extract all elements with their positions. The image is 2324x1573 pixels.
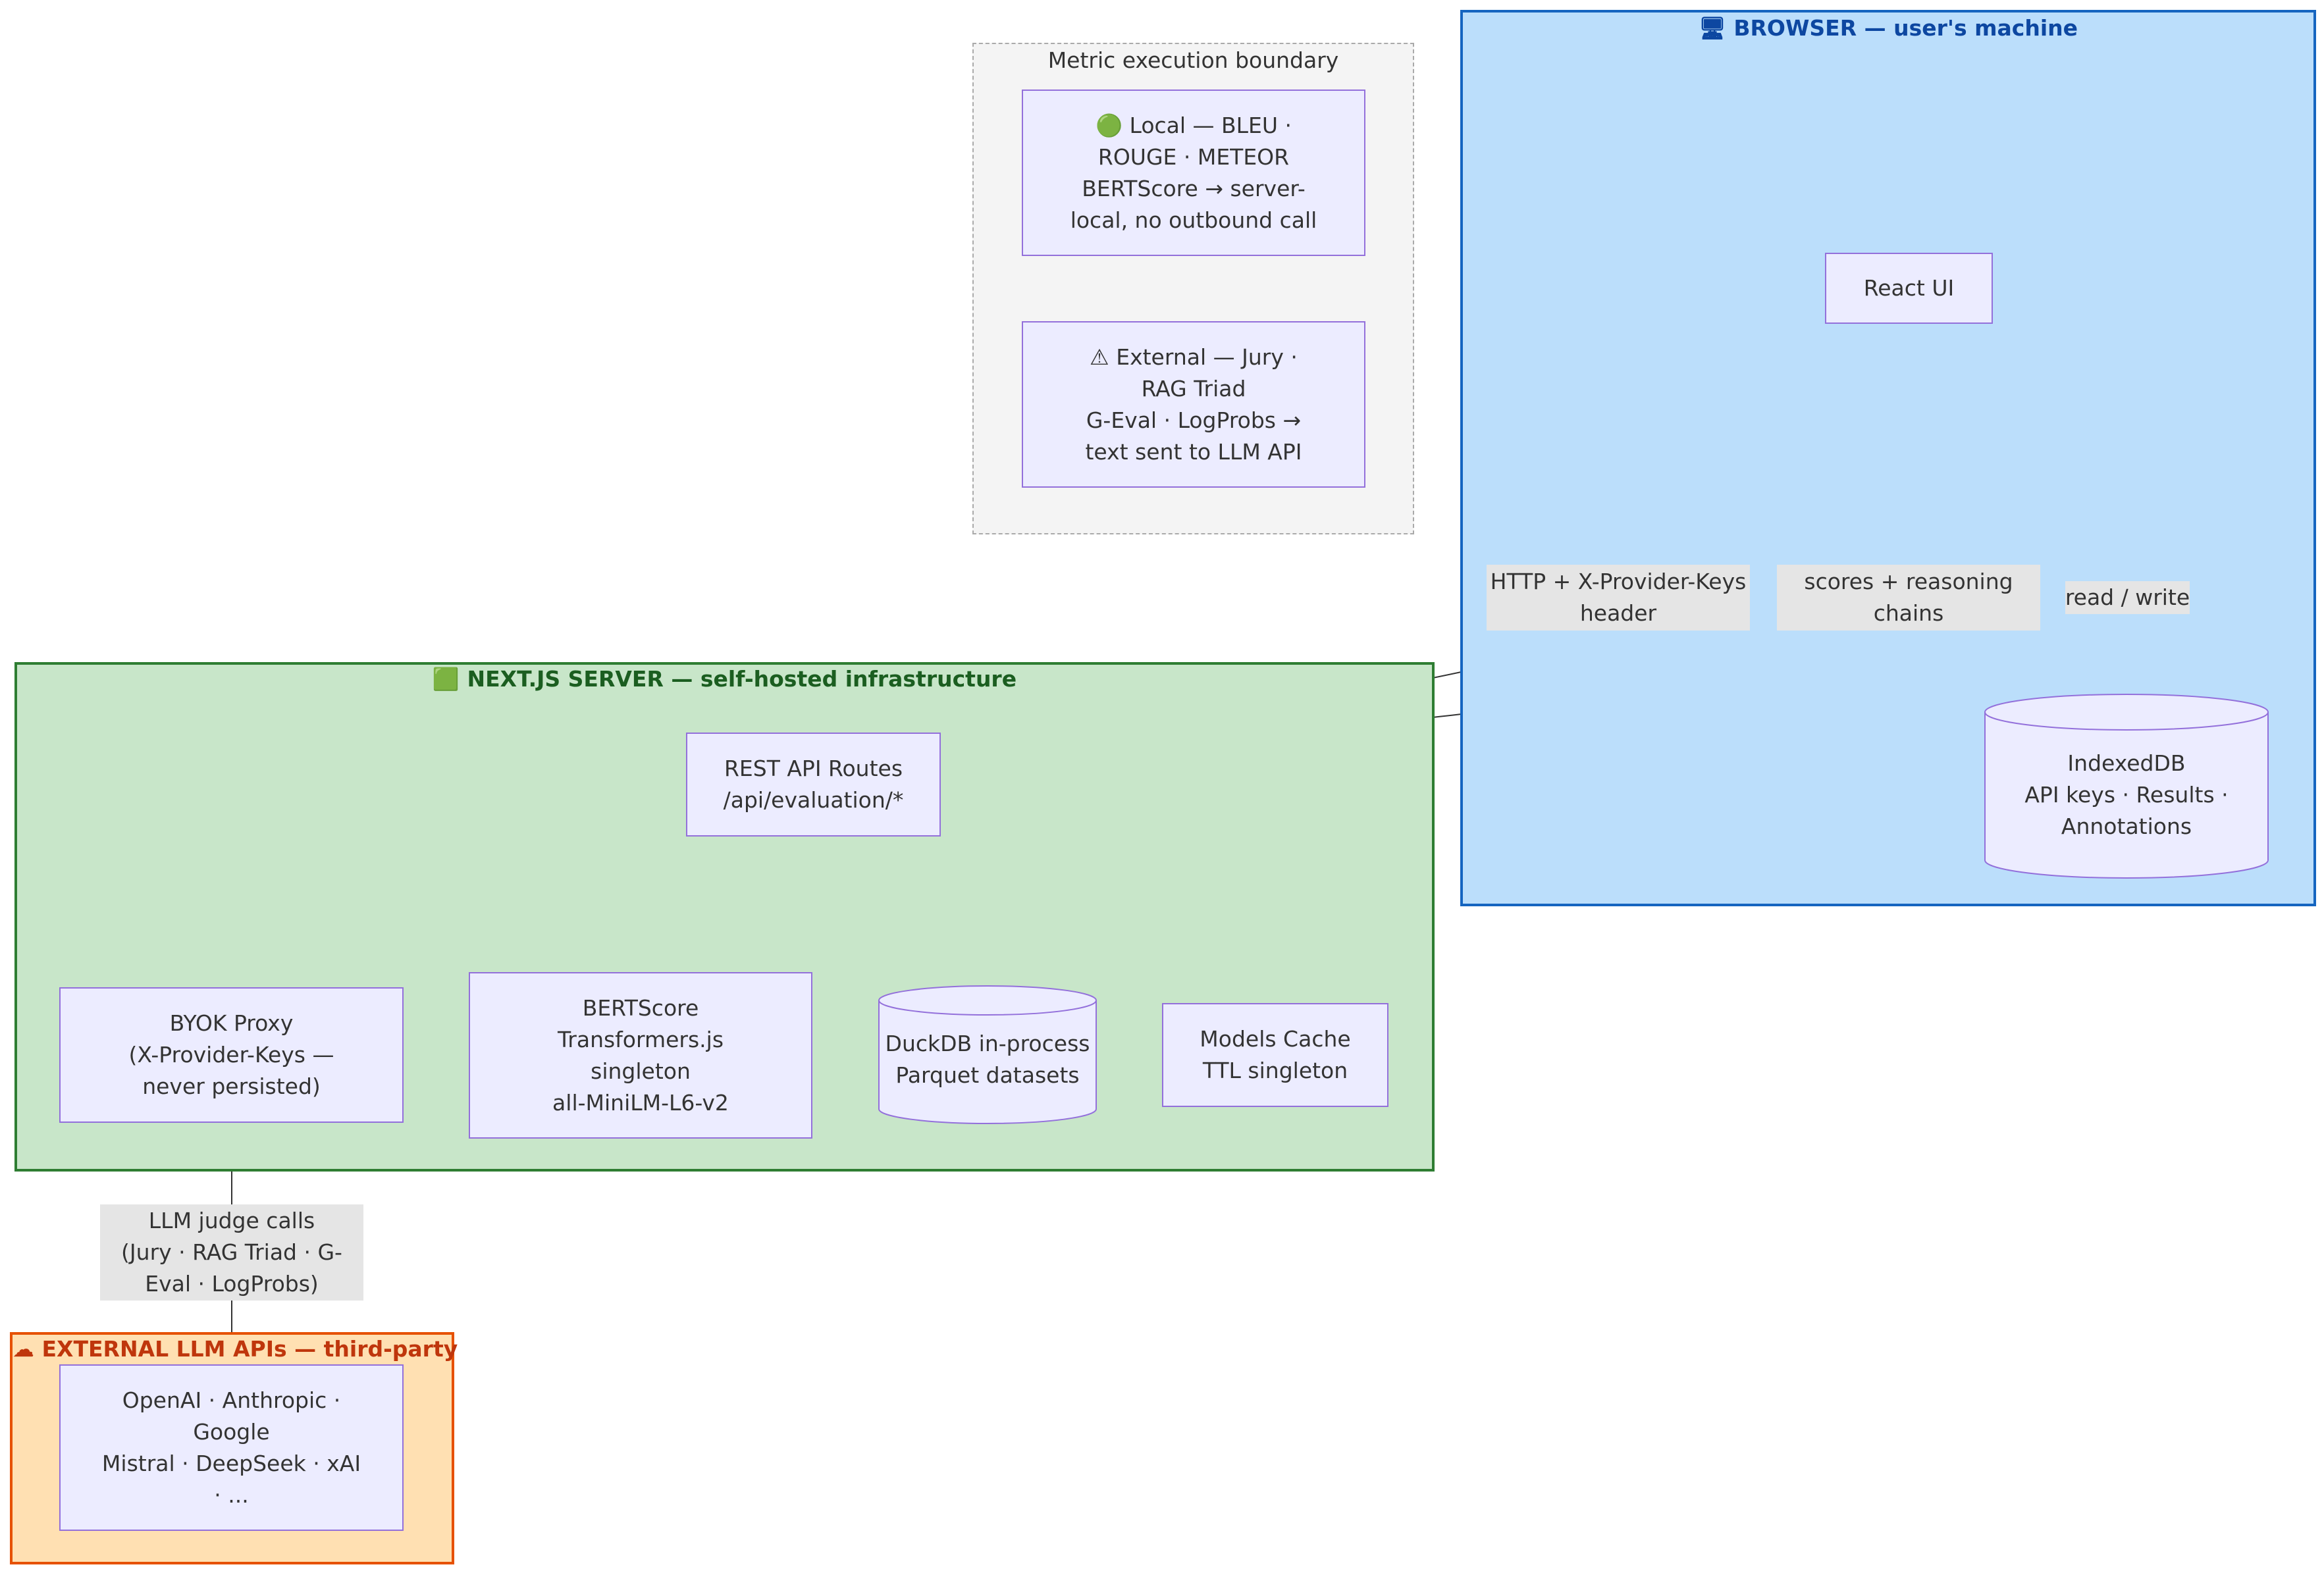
metric-boundary-title: Metric execution boundary xyxy=(1047,47,1339,73)
edge-label-http-headers: HTTP + X-Provider-Keys header xyxy=(1487,565,1750,631)
edge-label-http-headers-line: header xyxy=(1579,600,1657,626)
local-metrics-node-line: local, no outbound call xyxy=(1070,207,1317,233)
duckdb-node-line: DuckDB in-process xyxy=(885,1031,1090,1056)
edge-label-llm-judge-calls-line: Eval · LogProbs) xyxy=(145,1271,319,1297)
edge-label-scores-reasoning-line: chains xyxy=(1873,600,1944,626)
indexeddb-node-line: API keys · Results · xyxy=(2024,781,2229,808)
edge-label-read-write: read / write xyxy=(2065,581,2190,614)
indexeddb-node-line: Annotations xyxy=(2061,813,2192,839)
edge-label-llm-judge-calls: LLM judge calls (Jury · RAG Triad · G- Eva… xyxy=(100,1204,363,1301)
rest-api-routes-node-line: REST API Routes xyxy=(724,756,903,781)
byok-proxy-node-line: (X-Provider-Keys — xyxy=(128,1042,334,1068)
llm-providers-node-line: Mistral · DeepSeek · xAI xyxy=(101,1450,361,1476)
edge-label-scores-reasoning: scores + reasoning chains xyxy=(1777,565,2040,631)
bertscore-node-line: all-MiniLM-L6-v2 xyxy=(552,1089,729,1116)
local-metrics-node-line: ROUGE · METEOR xyxy=(1097,143,1290,170)
external-metrics-node-line: G-Eval · LogProbs → xyxy=(1086,407,1302,433)
llm-providers-node-line: OpenAI · Anthropic · xyxy=(122,1387,341,1413)
byok-proxy-node: BYOK Proxy (X-Provider-Keys — never persis… xyxy=(59,987,404,1123)
indexeddb-node-line: IndexedDB xyxy=(2067,750,2186,776)
external-metrics-node-line: text sent to LLM API xyxy=(1085,438,1302,465)
indexeddb-cylinder xyxy=(1984,694,2269,879)
rest-api-routes-node-line: /api/evaluation/* xyxy=(723,787,904,813)
bertscore-node-line: Transformers.js xyxy=(557,1026,724,1052)
local-metrics-node: 🟢 Local — BLEU · ROUGE · METEOR BERTScore … xyxy=(1022,90,1365,256)
bertscore-node-line: singleton xyxy=(591,1058,691,1084)
llm-providers-node-line: · ... xyxy=(214,1482,249,1508)
local-metrics-node-line: 🟢 Local — BLEU · xyxy=(1095,112,1292,138)
edge-label-http-headers-line: HTTP + X-Provider-Keys xyxy=(1490,569,1747,594)
edge-label-llm-judge-calls-line: LLM judge calls xyxy=(148,1208,315,1233)
llm-providers-node-line: Google xyxy=(193,1418,270,1445)
byok-proxy-node-line: never persisted) xyxy=(142,1073,321,1099)
duckdb-cylinder xyxy=(878,985,1097,1124)
external-metrics-node-line: RAG Triad xyxy=(1141,375,1246,401)
rest-api-routes-node: REST API Routes/api/evaluation/* xyxy=(686,733,941,837)
external-cluster-title: ☁ EXTERNAL LLM APIs — third-party xyxy=(13,1336,458,1362)
external-metrics-node-line: ⚠ External — Jury · xyxy=(1090,344,1298,370)
bertscore-node-line: BERTScore xyxy=(582,994,699,1021)
browser-cluster-title: 🖥 BROWSER — user's machine xyxy=(1698,15,2078,41)
indexeddb-node: IndexedDB API keys · Results · Annotations xyxy=(1982,717,2271,872)
edge-label-scores-reasoning-line: scores + reasoning xyxy=(1804,569,2013,594)
local-metrics-node-line: BERTScore → server- xyxy=(1082,175,1306,201)
react-ui-node: React UI xyxy=(1825,253,1993,324)
byok-proxy-node-line: BYOK Proxy xyxy=(169,1010,294,1036)
models-cache-node-line: Models Cache xyxy=(1200,1026,1351,1052)
duckdb-node-line: Parquet datasets xyxy=(895,1062,1080,1088)
edge-label-read-write-line: read / write xyxy=(2065,584,2190,610)
server-cluster-title: 🟩 NEXT.JS SERVER — self-hosted infrastru… xyxy=(432,666,1017,692)
edge-label-llm-judge-calls-line: (Jury · RAG Triad · G- xyxy=(121,1239,342,1265)
react-ui-node-line: React UI xyxy=(1863,275,1955,301)
models-cache-node-line: TTL singleton xyxy=(1202,1058,1348,1083)
